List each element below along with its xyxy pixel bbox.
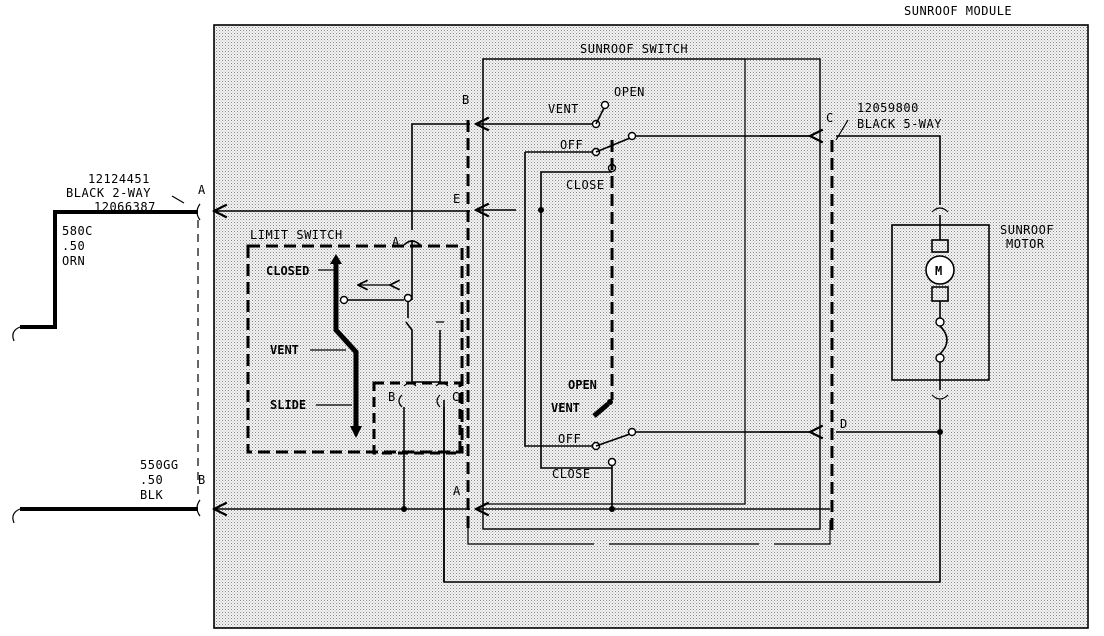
limit-slide-label: SLIDE [270, 398, 306, 412]
pin-c-label: C [826, 111, 834, 125]
connector-right-part: 12059800 [857, 101, 919, 115]
limit-pin-c: C [452, 390, 460, 404]
lower-close-label: CLOSE [552, 467, 591, 481]
connector-left-part1: 12124451 [88, 172, 150, 186]
lower-vent-label: VENT [551, 401, 580, 415]
motor-label-line1: SUNROOF [1000, 223, 1054, 237]
limit-pin-b: B [388, 390, 396, 404]
wire-580c-color: ORN [62, 254, 85, 268]
limit-vent-label: VENT [270, 343, 299, 357]
connector-left-type: BLACK 2-WAY [66, 186, 151, 200]
upper-open-label: OPEN [614, 85, 645, 99]
motor-symbol: M [935, 264, 942, 278]
wire-550gg-gauge: .50 [140, 473, 163, 487]
pin-b-label-top: B [462, 93, 470, 107]
upper-off-label: OFF [560, 138, 583, 152]
limit-bc-outline [372, 381, 462, 455]
limit-switch-box [246, 244, 464, 454]
sunroof-module-title: SUNROOF MODULE [904, 4, 1012, 18]
connector-outline-bottom [467, 520, 831, 545]
connector-right-type: BLACK 5-WAY [857, 117, 942, 131]
connector-left-part2: 12066387 [94, 200, 156, 214]
sunroof-module-box [213, 24, 1089, 629]
connector-left-pin-a: A [198, 183, 206, 197]
upper-close-label: CLOSE [566, 178, 605, 192]
sunroof-switch-title: SUNROOF SWITCH [580, 42, 688, 56]
limit-pin-a: A [392, 235, 400, 249]
wire-580c [12, 210, 198, 342]
connector-left-pin-b: B [198, 473, 206, 487]
switch-inner-panel [482, 58, 746, 505]
motor-label-line2: MOTOR [1006, 237, 1045, 251]
pin-d-label: D [840, 417, 848, 431]
wire-580c-circuit: 580C [62, 224, 93, 238]
lower-open-label: OPEN [568, 378, 597, 392]
wire-580c-gauge: .50 [62, 239, 85, 253]
pin-e-label: E [453, 192, 461, 206]
wire-550gg-circuit: 550GG [140, 458, 179, 472]
limit-switch-title: LIMIT SWITCH [250, 228, 343, 242]
lower-off-label: OFF [558, 432, 581, 446]
limit-closed-label: CLOSED [266, 264, 309, 278]
upper-vent-label: VENT [548, 102, 579, 116]
wire-550gg [12, 507, 198, 524]
wire-550gg-color: BLK [140, 488, 163, 502]
pin-a-label: A [453, 484, 461, 498]
